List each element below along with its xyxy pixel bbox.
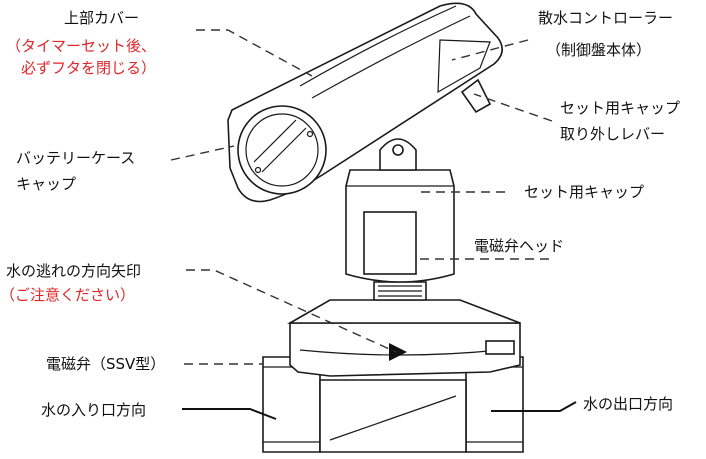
battery-cap-label-line1: バッテリーケース: [16, 149, 135, 167]
controller-sublabel: （制御盤本体）: [546, 41, 651, 59]
top-cover-note-line1: （タイマーセット後、: [6, 37, 156, 55]
flow-arrow-label: 水の逃れの方向矢印: [6, 262, 141, 280]
valve-head: [345, 138, 455, 283]
valve-head-label: 電磁弁ヘッド: [474, 237, 564, 255]
flow-direction-arrow: [389, 343, 407, 361]
solenoid-valve-label: 電磁弁（SSV型）: [46, 355, 165, 373]
release-lever-label-line1: セット用キャップ: [560, 99, 680, 117]
controller-label: 散水コントローラー: [538, 9, 673, 27]
controller-unit: [227, 2, 503, 203]
valve-body: [262, 281, 524, 453]
flow-arrow-note: （ご注意ください）: [0, 286, 135, 304]
battery-cap-label-line2: キャップ: [16, 175, 76, 193]
leader-lines: [170, 29, 577, 420]
water-outlet-label: 水の出口方向: [583, 395, 673, 413]
top-cover-label: 上部カバー: [64, 9, 139, 27]
release-lever-label-line2: 取り外しレバー: [560, 125, 665, 143]
water-inlet-label: 水の入り口方向: [41, 401, 146, 419]
set-cap-label: セット用キャップ: [524, 183, 644, 201]
top-cover-note-line2: 必ずフタを閉じる）: [21, 59, 156, 77]
